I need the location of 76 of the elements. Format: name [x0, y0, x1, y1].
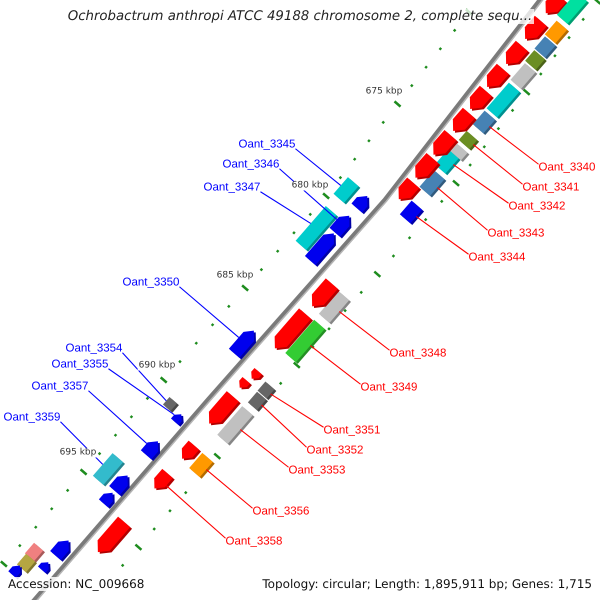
gene-marker [274, 308, 314, 350]
leader-line [436, 187, 488, 231]
gene-label: Oant_3348 [390, 348, 446, 360]
gene-label: Oant_3359 [4, 412, 60, 424]
gene-marker [38, 562, 51, 575]
leader-line [472, 144, 523, 185]
gene-label: Oant_3349 [360, 382, 418, 394]
gene-label: Oant_3356 [252, 506, 310, 518]
gene-marker [248, 392, 268, 412]
gene-label: Oant_3341 [522, 182, 580, 194]
gene-marker [251, 368, 264, 380]
gene-marker [415, 152, 440, 180]
gene-marker [154, 468, 175, 490]
leader-line [488, 126, 539, 165]
leader-line [260, 191, 311, 224]
leader-line [88, 390, 148, 444]
gene-marker [228, 330, 256, 360]
scale-label: 680 kbp [290, 182, 330, 190]
gene-marker [98, 516, 132, 554]
gene-marker [140, 441, 160, 462]
gene-marker [556, 0, 589, 26]
leader-line [338, 311, 390, 351]
gene-label: Oant_3357 [32, 381, 88, 393]
leader-line [452, 164, 509, 204]
scale-label: 690 kbp [138, 362, 176, 370]
genome-info-text: Topology: circular; Length: 1,895,911 bp; Genes: 1,715 [262, 577, 592, 591]
gene-label: Oant_3344 [468, 252, 526, 264]
leader-line [206, 469, 253, 509]
gene-marker [239, 376, 252, 390]
gene-label: Oant_3345 [238, 139, 296, 151]
gene-marker [398, 177, 422, 201]
leader-line [270, 393, 324, 428]
gene-marker [50, 540, 71, 562]
gene-marker [452, 108, 477, 133]
leader-line [240, 429, 289, 468]
gene-label: Oant_3342 [508, 201, 566, 213]
gene-marker [162, 396, 179, 413]
gene-label: Oant_3352 [306, 445, 364, 457]
gene-marker [450, 144, 470, 162]
leader-line [166, 485, 226, 539]
gene-marker [486, 64, 511, 89]
map-title: Ochrobactrum anthropi ATCC 49188 chromosome 2, complete sequ... [66, 9, 534, 24]
gene-label: Oant_3355 [52, 359, 108, 371]
scale-label: 695 kbp [58, 448, 98, 458]
leader-line [108, 368, 175, 416]
leader-line [295, 148, 342, 186]
leader-line [261, 404, 307, 448]
scale-label: 675 kbp [364, 88, 404, 96]
gene-marker [182, 440, 202, 460]
gene-label: Oant_3353 [288, 465, 346, 477]
gene-marker [400, 200, 424, 226]
gene-marker [470, 86, 494, 111]
scale-label: 685 kbp [216, 272, 254, 280]
gene-label: Oant_3350 [122, 277, 180, 289]
gene-label: Oant_3358 [226, 536, 282, 548]
gene-marker [98, 492, 115, 509]
accession-text: Accession: NC_009668 [8, 577, 144, 591]
gene-label: Oant_3340 [538, 162, 596, 174]
leader-line [310, 345, 361, 385]
gene-label: Oant_3351 [324, 425, 380, 437]
gene-marker [109, 475, 130, 497]
leader-line [179, 286, 240, 338]
gene-label: Oant_3354 [66, 343, 122, 355]
gene-marker [170, 414, 184, 427]
gene-marker [312, 278, 340, 308]
gene-label: Oant_3343 [488, 228, 544, 240]
leader-line [416, 216, 469, 255]
gene-marker [510, 63, 538, 91]
gene-marker [486, 82, 522, 120]
gene-marker [208, 391, 241, 426]
gene-marker [304, 233, 336, 267]
gene-marker [351, 196, 370, 214]
gene-label: Oant_3347 [204, 182, 260, 194]
leader-line [122, 352, 167, 402]
gene-marker [506, 40, 530, 66]
gene-label: Oant_3346 [222, 159, 280, 171]
